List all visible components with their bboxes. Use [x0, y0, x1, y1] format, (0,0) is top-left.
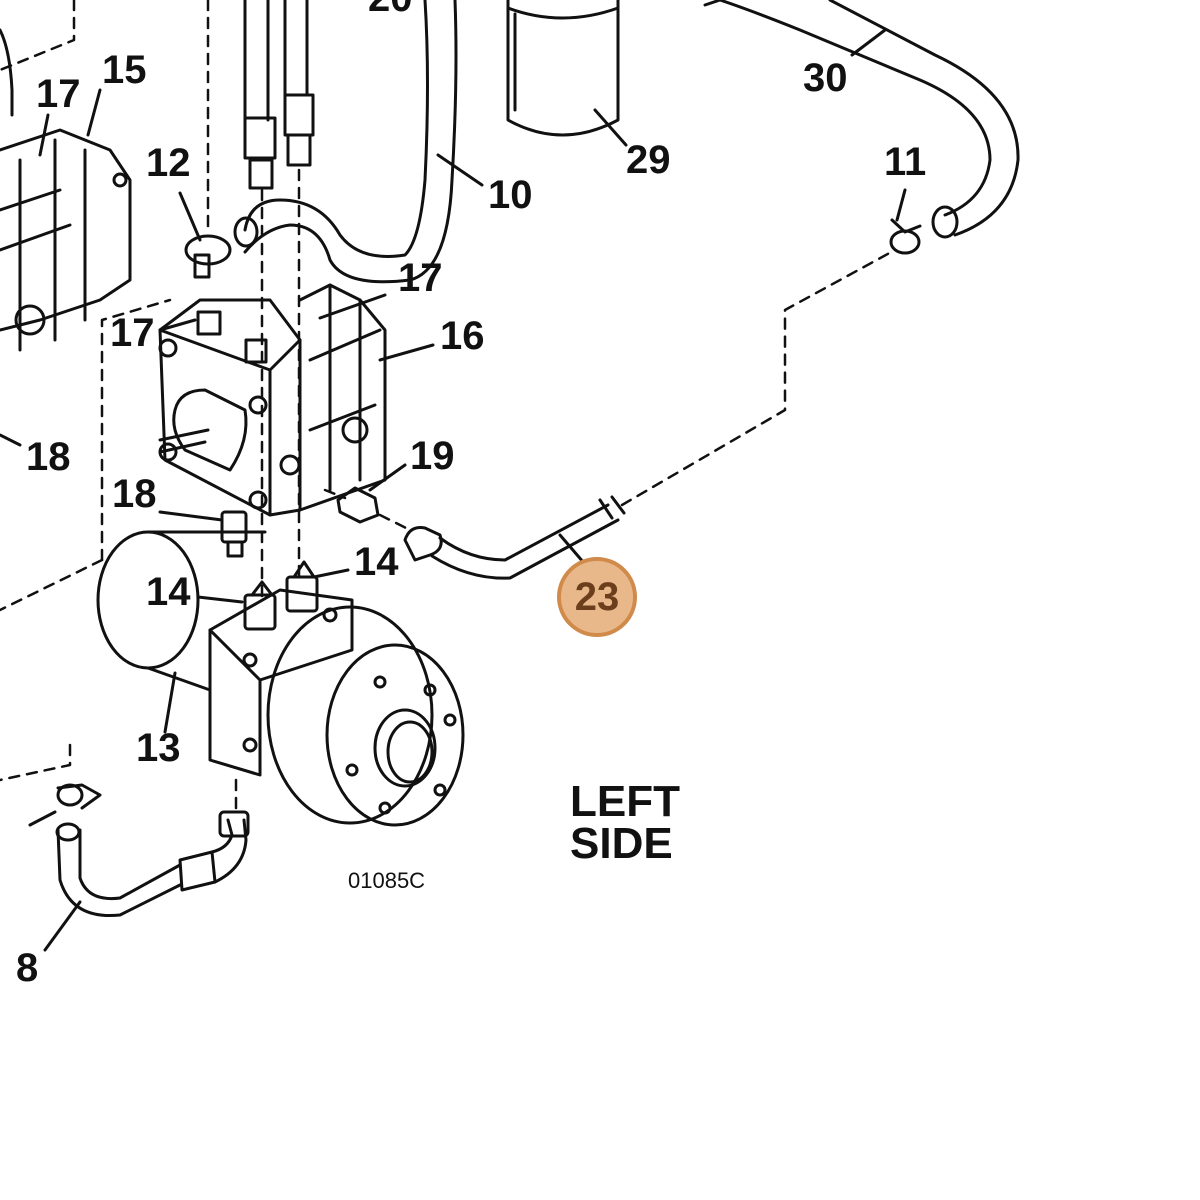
callout-11: 11 — [884, 140, 927, 184]
callout-16: 16 — [440, 314, 485, 358]
highlighted-callout-23[interactable]: 23 — [557, 557, 637, 637]
callout-12: 12 — [146, 141, 191, 185]
callout-leaders — [0, 28, 907, 952]
assembly-dashed-lines — [0, 0, 897, 817]
hydraulic-filter — [506, 0, 620, 137]
callout-17-pump-left: 17 — [110, 311, 155, 355]
hose-8 — [55, 810, 250, 918]
callout-18-fitting: 18 — [112, 472, 157, 516]
hydrostatic-pump — [158, 283, 387, 517]
callout-14-left: 14 — [146, 570, 191, 614]
fitting-19 — [336, 486, 380, 524]
callout-20: 20 — [368, 0, 413, 18]
highlighted-callout-label: 23 — [574, 574, 620, 619]
return-hose — [703, 0, 1020, 239]
suction-hose — [233, 0, 458, 284]
hose-clamp-bottom — [56, 783, 102, 810]
callout-13: 13 — [136, 726, 181, 770]
hose-clamp-11 — [889, 218, 922, 255]
hose-clamp-12 — [184, 234, 232, 279]
callout-19: 19 — [410, 434, 455, 478]
tube-23 — [403, 495, 626, 580]
callout-29: 29 — [626, 138, 671, 182]
fitting-18 — [220, 510, 248, 558]
pressure-hoses — [243, 0, 315, 190]
callout-10: 10 — [488, 173, 533, 217]
callout-17-pump-top: 17 — [398, 256, 443, 300]
callout-8: 8 — [16, 946, 39, 990]
drawing-number: 01085C — [348, 868, 426, 893]
side-label-line1: LEFT — [570, 777, 680, 826]
callout-18-left: 18 — [26, 435, 71, 479]
callout-14-right: 14 — [354, 540, 399, 584]
callout-15: 15 — [102, 48, 147, 92]
callout-17-top-left: 17 — [36, 72, 81, 116]
side-label-line2: SIDE — [570, 819, 673, 868]
left-pump — [0, 28, 132, 352]
callout-30: 30 — [803, 56, 848, 100]
wheel-motor — [96, 530, 465, 827]
